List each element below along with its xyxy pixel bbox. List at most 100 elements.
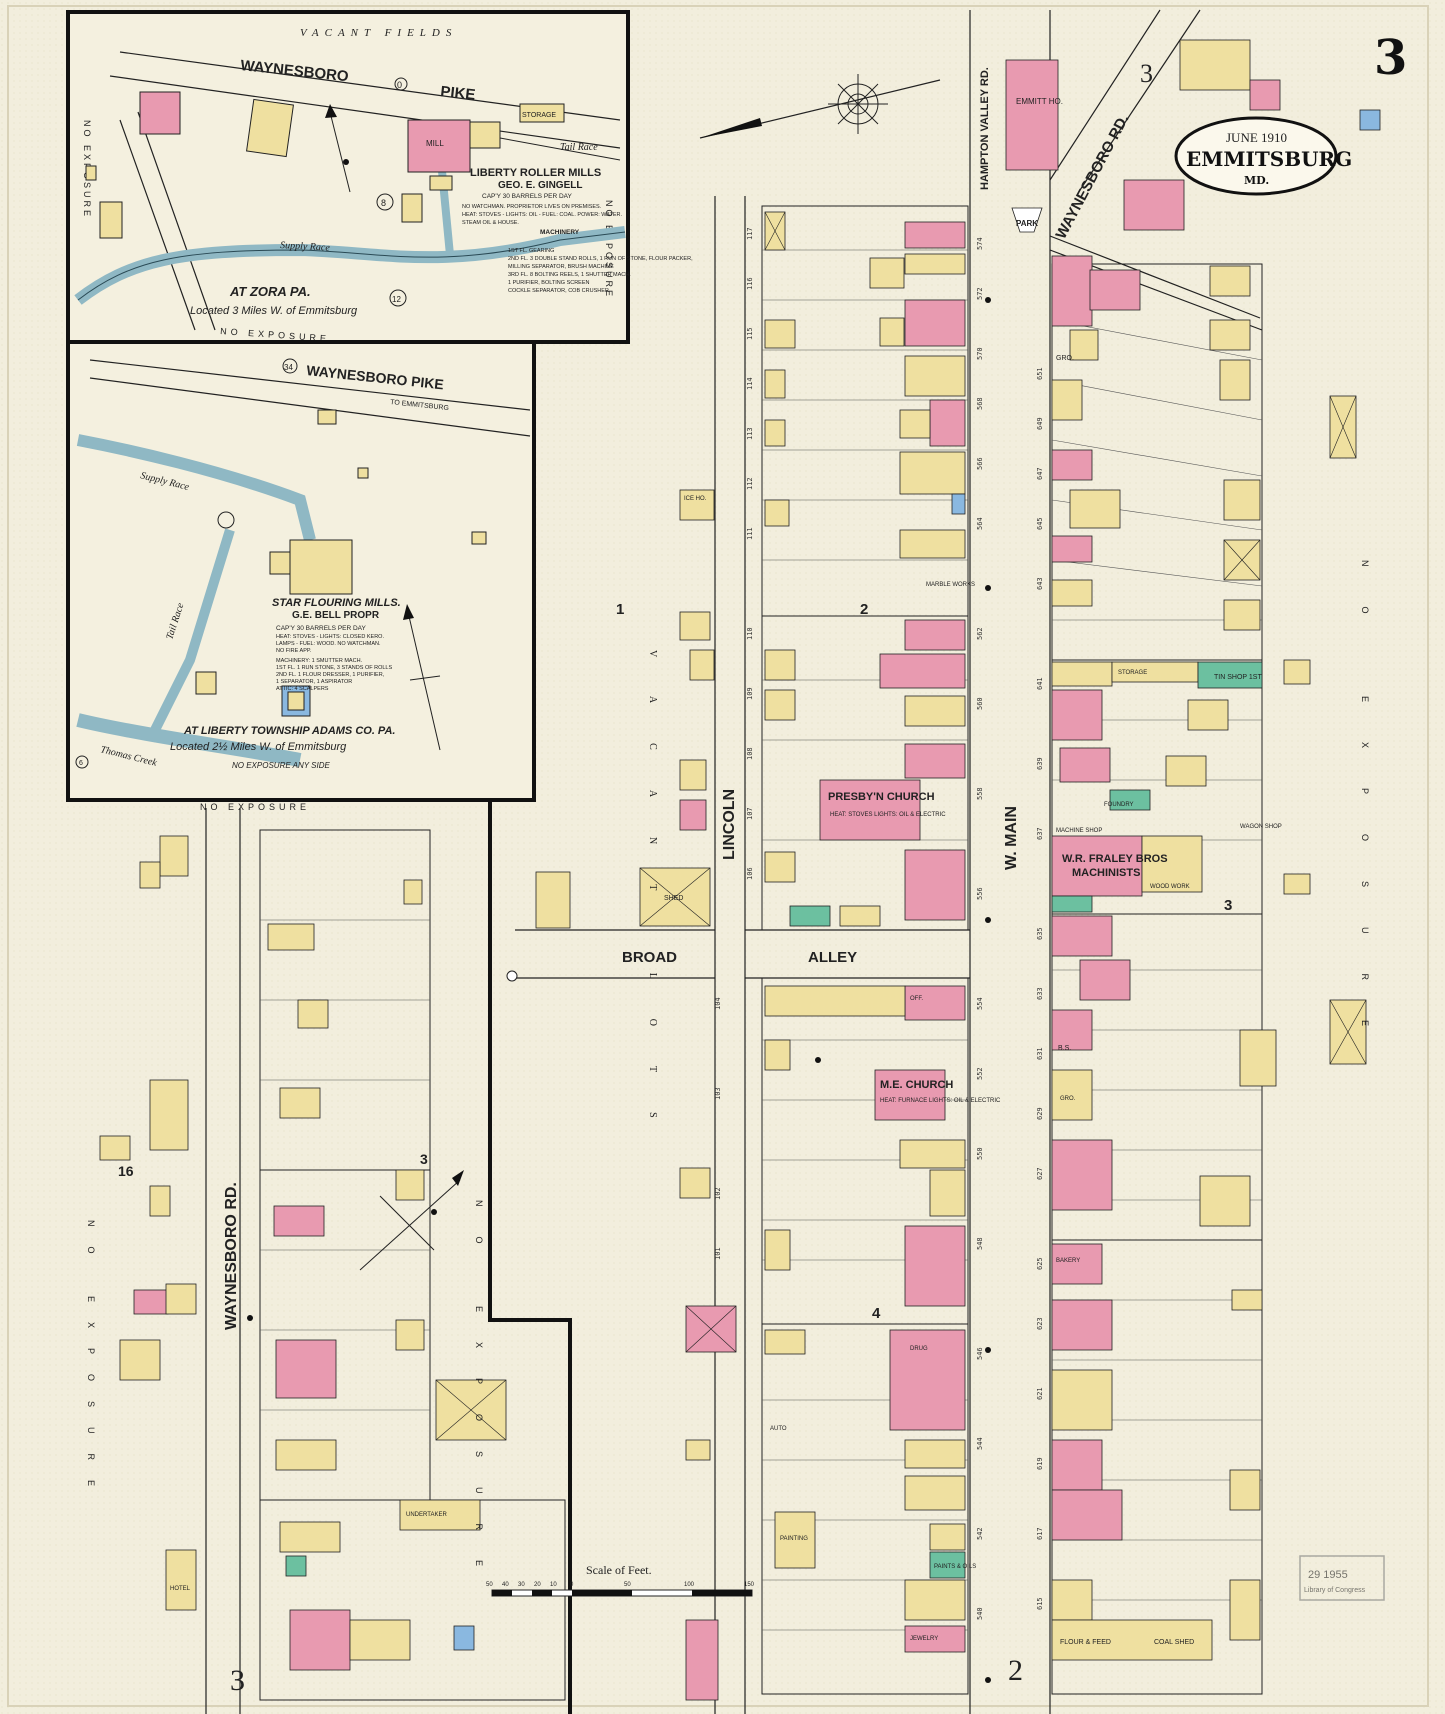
svg-text:633: 633	[1036, 987, 1044, 1000]
svg-text:117: 117	[746, 227, 754, 240]
star-location-title: AT LIBERTY TOWNSHIP ADAMS CO. PA.	[183, 725, 395, 737]
painting-label: PAINTING	[780, 1536, 808, 1542]
svg-text:643: 643	[1036, 577, 1044, 590]
fraley-machinists	[1051, 835, 1143, 897]
svg-text:556: 556	[976, 887, 984, 900]
svg-text:106: 106	[746, 867, 754, 880]
no-exposure-left: NO EXPOSURE	[86, 1220, 96, 1506]
star-road-number: 34	[284, 363, 293, 372]
svg-text:116: 116	[746, 277, 754, 290]
block-number-4: 4	[872, 1305, 881, 1322]
svg-text:574: 574	[976, 237, 984, 250]
presbyterian-church-note: HEAT: STOVES LIGHTS: OIL & ELECTRIC	[830, 812, 946, 818]
zora-note-3: STEAM OIL & HOUSE.	[462, 220, 519, 226]
stamp-library: Library of Congress	[1304, 1587, 1366, 1594]
scale-tick-50a: 50	[486, 1582, 493, 1588]
scale-tick-150: 150	[744, 1582, 755, 1588]
svg-text:641: 641	[1036, 677, 1044, 690]
presbyterian-church-label: PRESBY'N CHURCH	[828, 791, 935, 803]
street-number-2-bottom: 2	[1008, 1654, 1023, 1687]
undertaker-label: UNDERTAKER	[406, 1512, 447, 1518]
svg-text:625: 625	[1036, 1257, 1044, 1270]
zora-mach-2: 2ND FL. 3 DOUBLE STAND ROLLS, 1 RUN OF S…	[508, 256, 693, 262]
svg-text:617: 617	[1036, 1527, 1044, 1540]
paints-label: PAINTS & OILS	[934, 1564, 976, 1570]
flour-feed-label: FLOUR & FEED	[1060, 1639, 1111, 1646]
wagon-shop-label: WAGON SHOP	[1240, 824, 1282, 830]
svg-text:111: 111	[746, 527, 754, 540]
zora-mach-4: 3RD FL. 8 BOLTING REELS, 1 SHUTTER MACH.	[508, 272, 631, 278]
inset-zora: VACANT FIELDS WAYNESBORO PIKE 0 NO EXPOS…	[66, 10, 693, 344]
me-church	[874, 1069, 946, 1121]
star-mach-1: MACHINERY: 1 SMUTTER MACH.	[276, 658, 363, 664]
storage-label: STORAGE	[1118, 670, 1147, 676]
zora-proprietor: GEO. E. GINGELL	[498, 180, 582, 191]
sheet-state: MD.	[1244, 174, 1269, 187]
star-mach-2: 1ST FL. 1 RUN STONE, 3 STANDS OF ROLLS	[276, 665, 392, 671]
svg-text:619: 619	[1036, 1457, 1044, 1470]
svg-text:110: 110	[746, 627, 754, 640]
star-supply-race	[76, 434, 316, 542]
machine-shop-label: MACHINE SHOP	[1056, 828, 1102, 834]
sheet-boundary	[488, 798, 572, 1714]
star-mach-5: ATTIC: 4 SCALPERS	[276, 686, 329, 692]
grocery-label-2: GRO.	[1060, 1096, 1076, 1102]
main-map: NO EXPOSURE	[70, 9, 1407, 1714]
zora-mach-6: COCKLE SEPARATOR, COB CRUSHER	[508, 288, 609, 294]
star-circle: 6	[79, 760, 83, 767]
svg-text:540: 540	[976, 1607, 984, 1620]
compass-rose	[699, 74, 941, 139]
presbyterian-church	[819, 779, 921, 841]
waynesboro-road-left-label: WAYNESBORO RD.	[223, 1182, 240, 1330]
svg-text:104: 104	[714, 997, 722, 1010]
scale-tick-0: 0	[570, 1582, 574, 1588]
star-mill-name: STAR FLOURING MILLS.	[272, 597, 401, 609]
svg-text:544: 544	[976, 1437, 984, 1450]
zora-mill-name: LIBERTY ROLLER MILLS	[470, 167, 601, 179]
star-mach-3: 2ND FL. 1 FLOUR DRESSER, 1 PURIFIER,	[276, 672, 385, 678]
svg-text:564: 564	[976, 517, 984, 530]
street-number-3-top: 3	[1140, 59, 1153, 88]
svg-text:552: 552	[976, 1067, 984, 1080]
zora-circle-b: 12	[392, 295, 401, 304]
svg-text:615: 615	[1036, 1597, 1044, 1610]
svg-text:112: 112	[746, 477, 754, 490]
ice-house-label: ICE HO.	[684, 496, 707, 502]
scale-tick-20: 20	[534, 1582, 541, 1588]
svg-text:623: 623	[1036, 1317, 1044, 1330]
emmitt-house-label: EMMITT HO.	[1016, 97, 1063, 106]
zora-location-sub: Located 3 Miles W. of Emmitsburg	[190, 305, 358, 317]
svg-text:102: 102	[714, 1187, 722, 1200]
zora-capacity: CAP'Y 30 BARRELS PER DAY	[482, 193, 573, 200]
scale-tick-10: 10	[550, 1582, 557, 1588]
svg-text:101: 101	[714, 1247, 722, 1260]
star-location-sub: Located 2½ Miles W. of Emmitsburg	[170, 741, 347, 753]
svg-text:568: 568	[976, 397, 984, 410]
park-label: PARK	[1016, 219, 1038, 228]
title-ellipse	[1174, 116, 1338, 196]
star-proprietor: G.E. BELL PROPR	[292, 610, 380, 621]
svg-text:647: 647	[1036, 467, 1044, 480]
svg-text:631: 631	[1036, 1047, 1044, 1060]
svg-text:572: 572	[976, 287, 984, 300]
me-church-note: HEAT: FURNACE LIGHTS: OIL & ELECTRIC	[880, 1098, 1001, 1104]
library-stamp: 29 1955 Library of Congress	[1299, 1555, 1385, 1601]
svg-text:560: 560	[976, 697, 984, 710]
svg-text:542: 542	[976, 1527, 984, 1540]
svg-text:645: 645	[1036, 517, 1044, 530]
star-tail-race	[145, 528, 235, 743]
alley-label: ALLEY	[808, 949, 857, 966]
lincoln-street-label: LINCOLN	[721, 789, 738, 860]
zora-circle-a: 8	[381, 198, 386, 208]
coal-shed-label: COAL SHED	[1154, 1639, 1194, 1646]
zora-note-2: HEAT: STOVES - LIGHTS: OIL - FUEL: COAL.…	[462, 212, 623, 218]
zora-storage-label: STORAGE	[522, 112, 556, 119]
scale-of-feet: Scale of Feet. 50 40 30 20 10 0 50 100 1…	[486, 1563, 755, 1597]
drug-label: DRUG	[910, 1346, 928, 1352]
svg-text:548: 548	[976, 1237, 984, 1250]
hotel-label: HOTEL	[170, 1586, 191, 1592]
zora-location-title: AT ZORA PA.	[229, 284, 311, 299]
sheet-town: EMMITSBURG	[1186, 147, 1352, 171]
svg-text:566: 566	[976, 457, 984, 470]
zora-dwelling-brick	[139, 91, 181, 135]
